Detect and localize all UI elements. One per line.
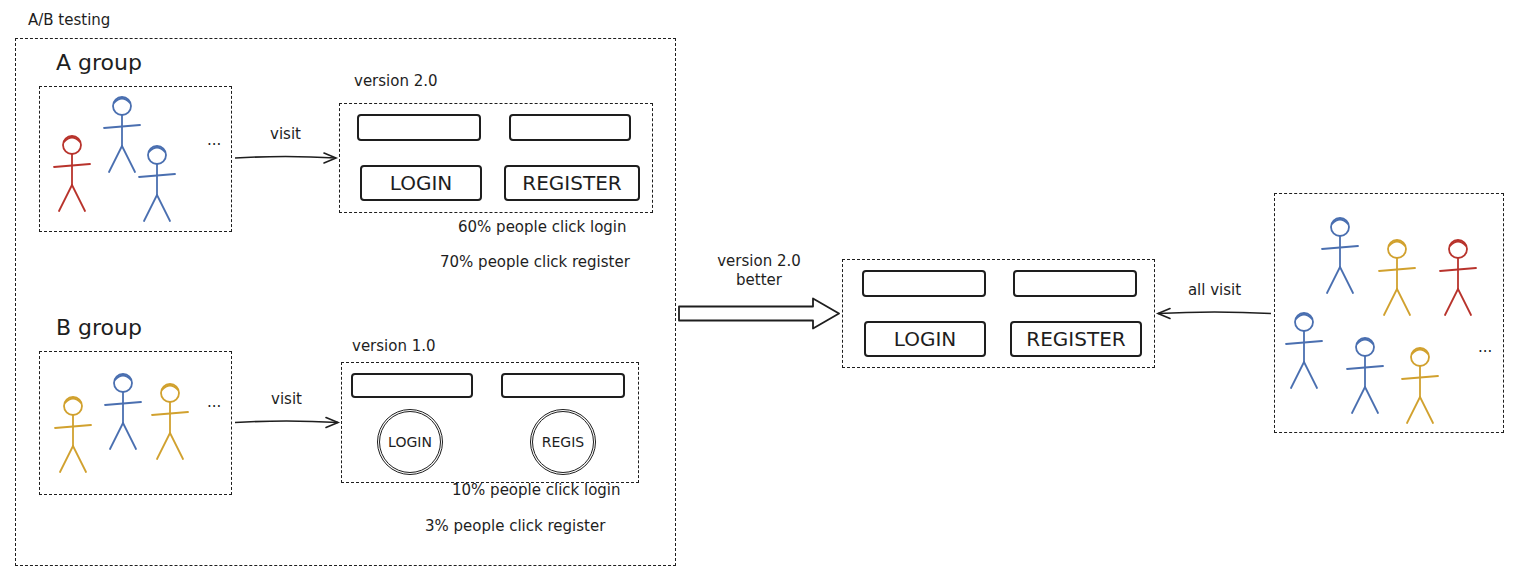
all-users-box <box>1274 193 1504 433</box>
arrow-line <box>235 421 338 423</box>
arrow-line <box>235 157 336 159</box>
group-heading: version 1.0 <box>352 337 436 355</box>
page-version-box: version 1.0LOGINREGIS <box>341 362 639 483</box>
stick-figure <box>1440 240 1476 315</box>
arrow-line <box>1158 312 1271 314</box>
register-circle-button: REGIS <box>530 409 596 475</box>
edge-label: version 2.0 better <box>701 252 817 290</box>
stick-figure <box>1402 348 1438 423</box>
input-bar <box>502 374 624 397</box>
ellipsis-mark: ... <box>207 393 221 411</box>
visit-arrow <box>235 418 338 428</box>
block-arrow-shape <box>679 299 839 329</box>
edge-label: all visit <box>1185 281 1244 300</box>
stick-figure <box>54 136 90 211</box>
edge-label: visit <box>267 125 304 144</box>
group-heading: A/B testing <box>28 11 110 29</box>
button-label: REGISTER <box>522 171 621 195</box>
group-heading: B group <box>56 315 142 341</box>
ellipsis-mark: ... <box>1478 338 1492 356</box>
user-group-box: B group <box>39 351 232 495</box>
button-label: REGIS <box>542 434 584 451</box>
input-bar <box>358 115 480 140</box>
input-bar <box>1014 271 1136 296</box>
visit-arrow <box>235 153 336 163</box>
block-arrow <box>679 299 839 329</box>
click-rate-note: 60% people click login <box>458 218 627 236</box>
stick-figure <box>1379 240 1415 315</box>
arrow-head <box>324 153 336 163</box>
arrow-head <box>326 418 338 428</box>
user-group-box: A group <box>39 86 232 232</box>
stick-figure <box>105 374 141 449</box>
input-bar <box>510 115 630 140</box>
visit-arrow <box>1158 309 1271 319</box>
final-page-box: LOGIN REGISTER <box>842 259 1155 368</box>
button-label: REGISTER <box>1026 327 1125 351</box>
stick-figure <box>152 384 188 459</box>
button-label: LOGIN <box>894 327 957 351</box>
arrow-head <box>1158 309 1170 319</box>
input-bar <box>863 271 985 296</box>
edge-label: visit <box>268 390 305 409</box>
button-label: LOGIN <box>388 434 432 451</box>
register-button: REGISTER <box>504 165 640 201</box>
page-version-box: version 2.0LOGINREGISTER <box>339 103 653 213</box>
login-button: LOGIN <box>360 165 482 201</box>
stick-figure <box>1286 313 1322 388</box>
button-label: LOGIN <box>390 171 453 195</box>
input-bar <box>352 374 472 397</box>
login-circle-button: LOGIN <box>377 409 443 475</box>
click-rate-note: 3% people click register <box>425 517 605 535</box>
stick-figure <box>1347 338 1383 413</box>
stick-figure <box>139 146 175 221</box>
stick-figure <box>104 97 140 172</box>
click-rate-note: 70% people click register <box>440 253 630 271</box>
stick-figure <box>1322 218 1358 293</box>
group-heading: version 2.0 <box>354 72 438 90</box>
login-button: LOGIN <box>864 321 986 357</box>
register-button: REGISTER <box>1010 321 1142 357</box>
ellipsis-mark: ... <box>207 131 221 149</box>
stick-figure <box>55 397 91 472</box>
group-heading: A group <box>56 50 142 76</box>
click-rate-note: 10% people click login <box>452 481 621 499</box>
